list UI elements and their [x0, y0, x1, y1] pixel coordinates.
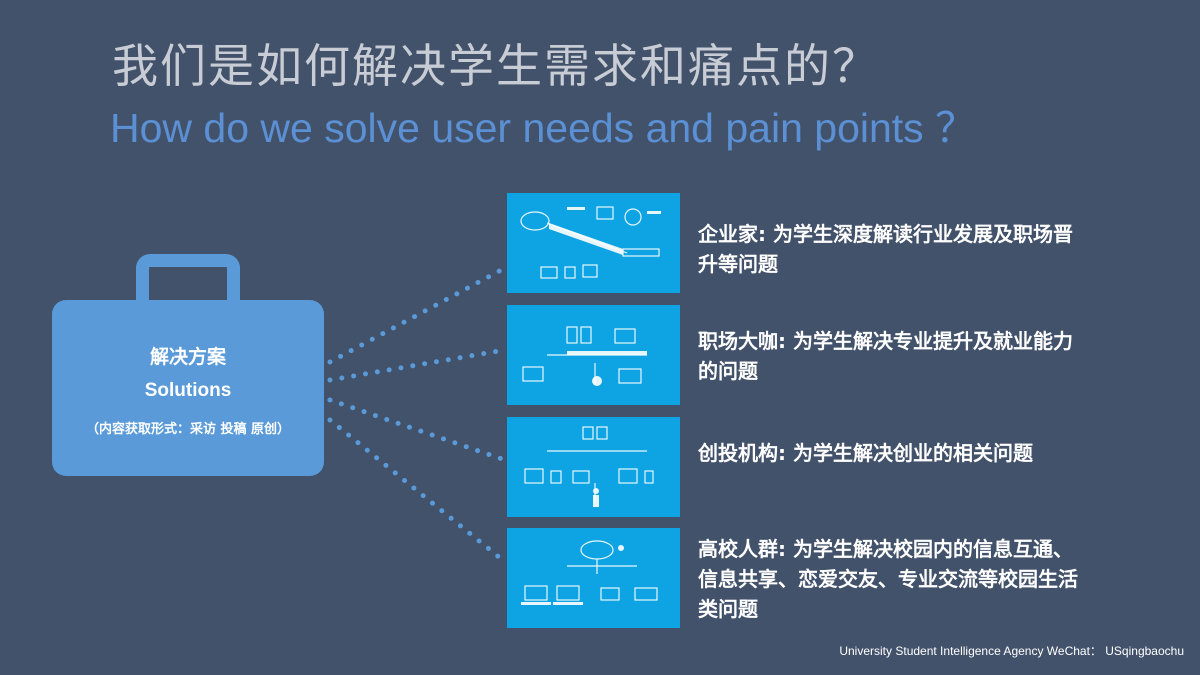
solution-label-cn: 解决方案 — [149, 346, 226, 368]
item-text-1: 企业家: 为学生深度解读行业发展及职场晋升等问题 — [698, 222, 1073, 276]
cloud-diagram-icon — [520, 206, 661, 279]
item-image-1 — [507, 193, 680, 293]
solution-label-en: Solutions — [144, 380, 232, 401]
connector-line-2 — [327, 347, 508, 383]
page-title: 我们是如何解决学生需求和痛点的？ — [112, 39, 880, 93]
page-subtitle: How do we solve user needs and pain poin… — [110, 105, 977, 151]
footer-credit: University Student Intelligence Agency W… — [839, 644, 1184, 658]
item-text-3: 创投机构: 为学生解决创业的相关问题 — [698, 441, 1033, 465]
server-diagram-icon — [522, 326, 647, 386]
item-image-3 — [507, 417, 680, 517]
devices-diagram-icon — [521, 540, 658, 605]
item-image-2 — [507, 305, 680, 405]
connector-line-1 — [327, 265, 508, 365]
network-diagram-icon — [524, 426, 654, 507]
item-text-4: 高校人群: 为学生解决校园内的信息互通、信息共享、恋爱交友、专业交流等校园生活类… — [698, 537, 1078, 621]
item-text-2: 职场大咖: 为学生解决专业提升及就业能力的问题 — [698, 329, 1073, 383]
connector-line-4 — [327, 417, 508, 565]
connector-line-3 — [327, 397, 508, 463]
briefcase-icon: 解决方案 Solutions （内容获取形式：采访 投稿 原创） — [52, 300, 324, 476]
solution-note: （内容获取形式：采访 投稿 原创） — [85, 422, 291, 437]
item-image-4 — [507, 528, 680, 628]
